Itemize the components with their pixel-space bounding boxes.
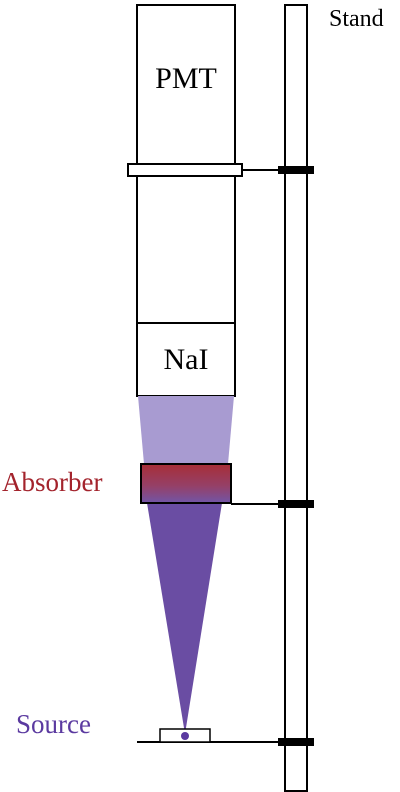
source-stand-knob	[278, 738, 314, 746]
source-dot	[181, 732, 189, 740]
stand-label: Stand	[329, 6, 384, 32]
absorber-holder-knob	[278, 500, 314, 508]
absorber-label: Absorber	[2, 467, 102, 497]
pmt-label: PMT	[155, 62, 217, 95]
pmt-clamp	[127, 163, 243, 177]
nai-crystal	[136, 322, 236, 397]
gamma-beam-lower	[147, 503, 222, 734]
absorber-slab	[140, 463, 232, 504]
source-label: Source	[16, 709, 91, 739]
pmt-clamp-knob	[278, 166, 314, 174]
nai-label: NaI	[164, 343, 209, 376]
gamma-beam-upper	[138, 396, 234, 464]
stand-pole	[284, 4, 308, 792]
